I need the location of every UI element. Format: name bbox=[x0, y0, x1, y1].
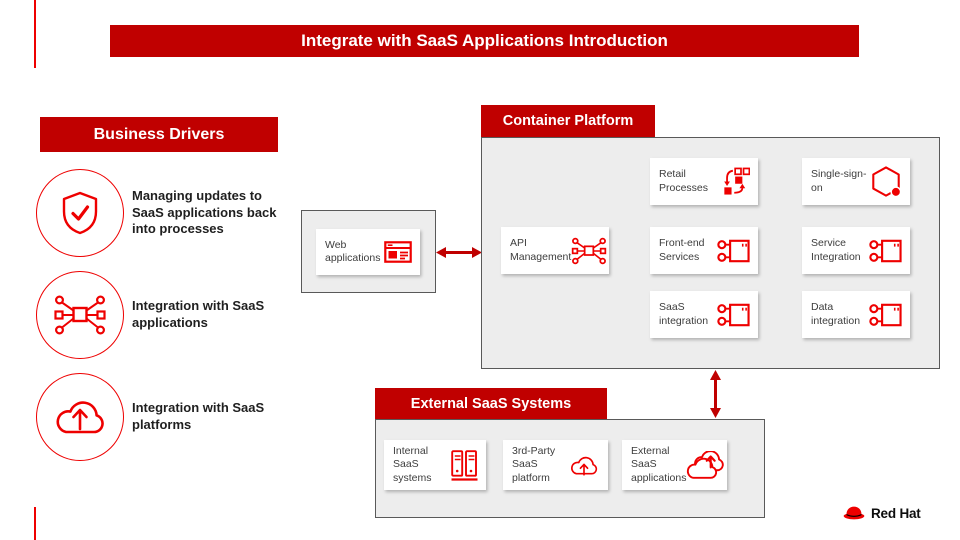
business-drivers-heading-label: Business Drivers bbox=[93, 125, 225, 143]
data-integration-card: Data integration bbox=[802, 291, 910, 338]
external-saas-heading-label: External SaaS Systems bbox=[410, 395, 572, 412]
business-drivers-heading: Business Drivers bbox=[40, 117, 278, 152]
card-label: Single-sign-on bbox=[811, 168, 867, 194]
shield-check-icon bbox=[62, 191, 98, 235]
driver-circle bbox=[36, 271, 124, 359]
cloud-upload-icon bbox=[571, 456, 598, 476]
card-label: SaaS integration bbox=[659, 301, 709, 327]
bottom-left-accent-line bbox=[34, 507, 36, 540]
external-saas-heading: External SaaS Systems bbox=[375, 388, 607, 419]
saas-integration-card: SaaS integration bbox=[650, 291, 758, 338]
container-platform-heading-label: Container Platform bbox=[502, 113, 634, 129]
card-label: Front-end Services bbox=[659, 237, 705, 263]
card-label: Web applications bbox=[325, 238, 381, 264]
driver-circle bbox=[36, 169, 124, 257]
redhat-logo: Red Hat bbox=[842, 504, 921, 522]
third-party-saas-platform-card: 3rd-Party SaaS platform bbox=[503, 440, 608, 490]
card-label: Internal SaaS systems bbox=[393, 445, 432, 484]
connected-service-icon bbox=[869, 303, 902, 326]
hexagon-sso-icon bbox=[872, 165, 902, 197]
redhat-fedora-icon bbox=[843, 506, 865, 520]
card-label: 3rd-Party SaaS platform bbox=[512, 445, 556, 484]
top-left-accent-line bbox=[34, 0, 36, 68]
container-platform-heading: Container Platform bbox=[481, 105, 655, 137]
external-saas-applications-card: External SaaS applications bbox=[622, 440, 727, 490]
connected-service-icon bbox=[717, 239, 750, 262]
service-integration-card: Service Integration bbox=[802, 227, 910, 274]
driver-circle bbox=[36, 373, 124, 461]
redhat-logo-text: Red Hat bbox=[871, 505, 921, 521]
web-applications-card: Web applications bbox=[316, 229, 420, 275]
card-label: Data integration bbox=[811, 301, 861, 327]
browser-window-icon bbox=[384, 241, 412, 263]
api-management-card: API Management bbox=[501, 227, 609, 274]
horizontal-double-arrow bbox=[436, 247, 482, 258]
card-label: API Management bbox=[510, 237, 572, 263]
retail-processes-card: Retail Processes bbox=[650, 158, 758, 205]
business-driver-item: Integration with SaaS platforms bbox=[36, 372, 290, 462]
driver-label: Managing updates to SaaS applications ba… bbox=[132, 187, 277, 237]
driver-label: Integration with SaaS platforms bbox=[132, 400, 265, 432]
card-label: Service Integration bbox=[811, 237, 861, 263]
cloud-upload-icon bbox=[56, 401, 104, 434]
business-driver-item: Managing updates to SaaS applications ba… bbox=[36, 168, 290, 258]
title-banner: Integrate with SaaS Applications Introdu… bbox=[110, 25, 859, 57]
front-end-services-card: Front-end Services bbox=[650, 227, 758, 274]
driver-label: Integration with SaaS applications bbox=[132, 298, 265, 330]
process-automation-icon bbox=[724, 167, 750, 195]
web-applications-panel: Web applications bbox=[301, 210, 436, 293]
internal-saas-systems-card: Internal SaaS systems bbox=[384, 440, 486, 490]
business-driver-item: Integration with SaaS applications bbox=[36, 270, 290, 360]
card-label: External SaaS applications bbox=[631, 445, 687, 484]
connected-service-icon bbox=[717, 303, 750, 326]
integration-nodes-icon bbox=[54, 295, 106, 335]
connected-service-icon bbox=[869, 239, 902, 262]
server-stack-icon bbox=[451, 449, 478, 481]
single-sign-on-card: Single-sign-on bbox=[802, 158, 910, 205]
page-title: Integrate with SaaS Applications Introdu… bbox=[301, 31, 668, 50]
card-label: Retail Processes bbox=[659, 168, 709, 194]
integration-nodes-icon bbox=[572, 237, 607, 264]
double-cloud-upload-icon bbox=[687, 450, 725, 479]
vertical-double-arrow bbox=[710, 370, 721, 418]
